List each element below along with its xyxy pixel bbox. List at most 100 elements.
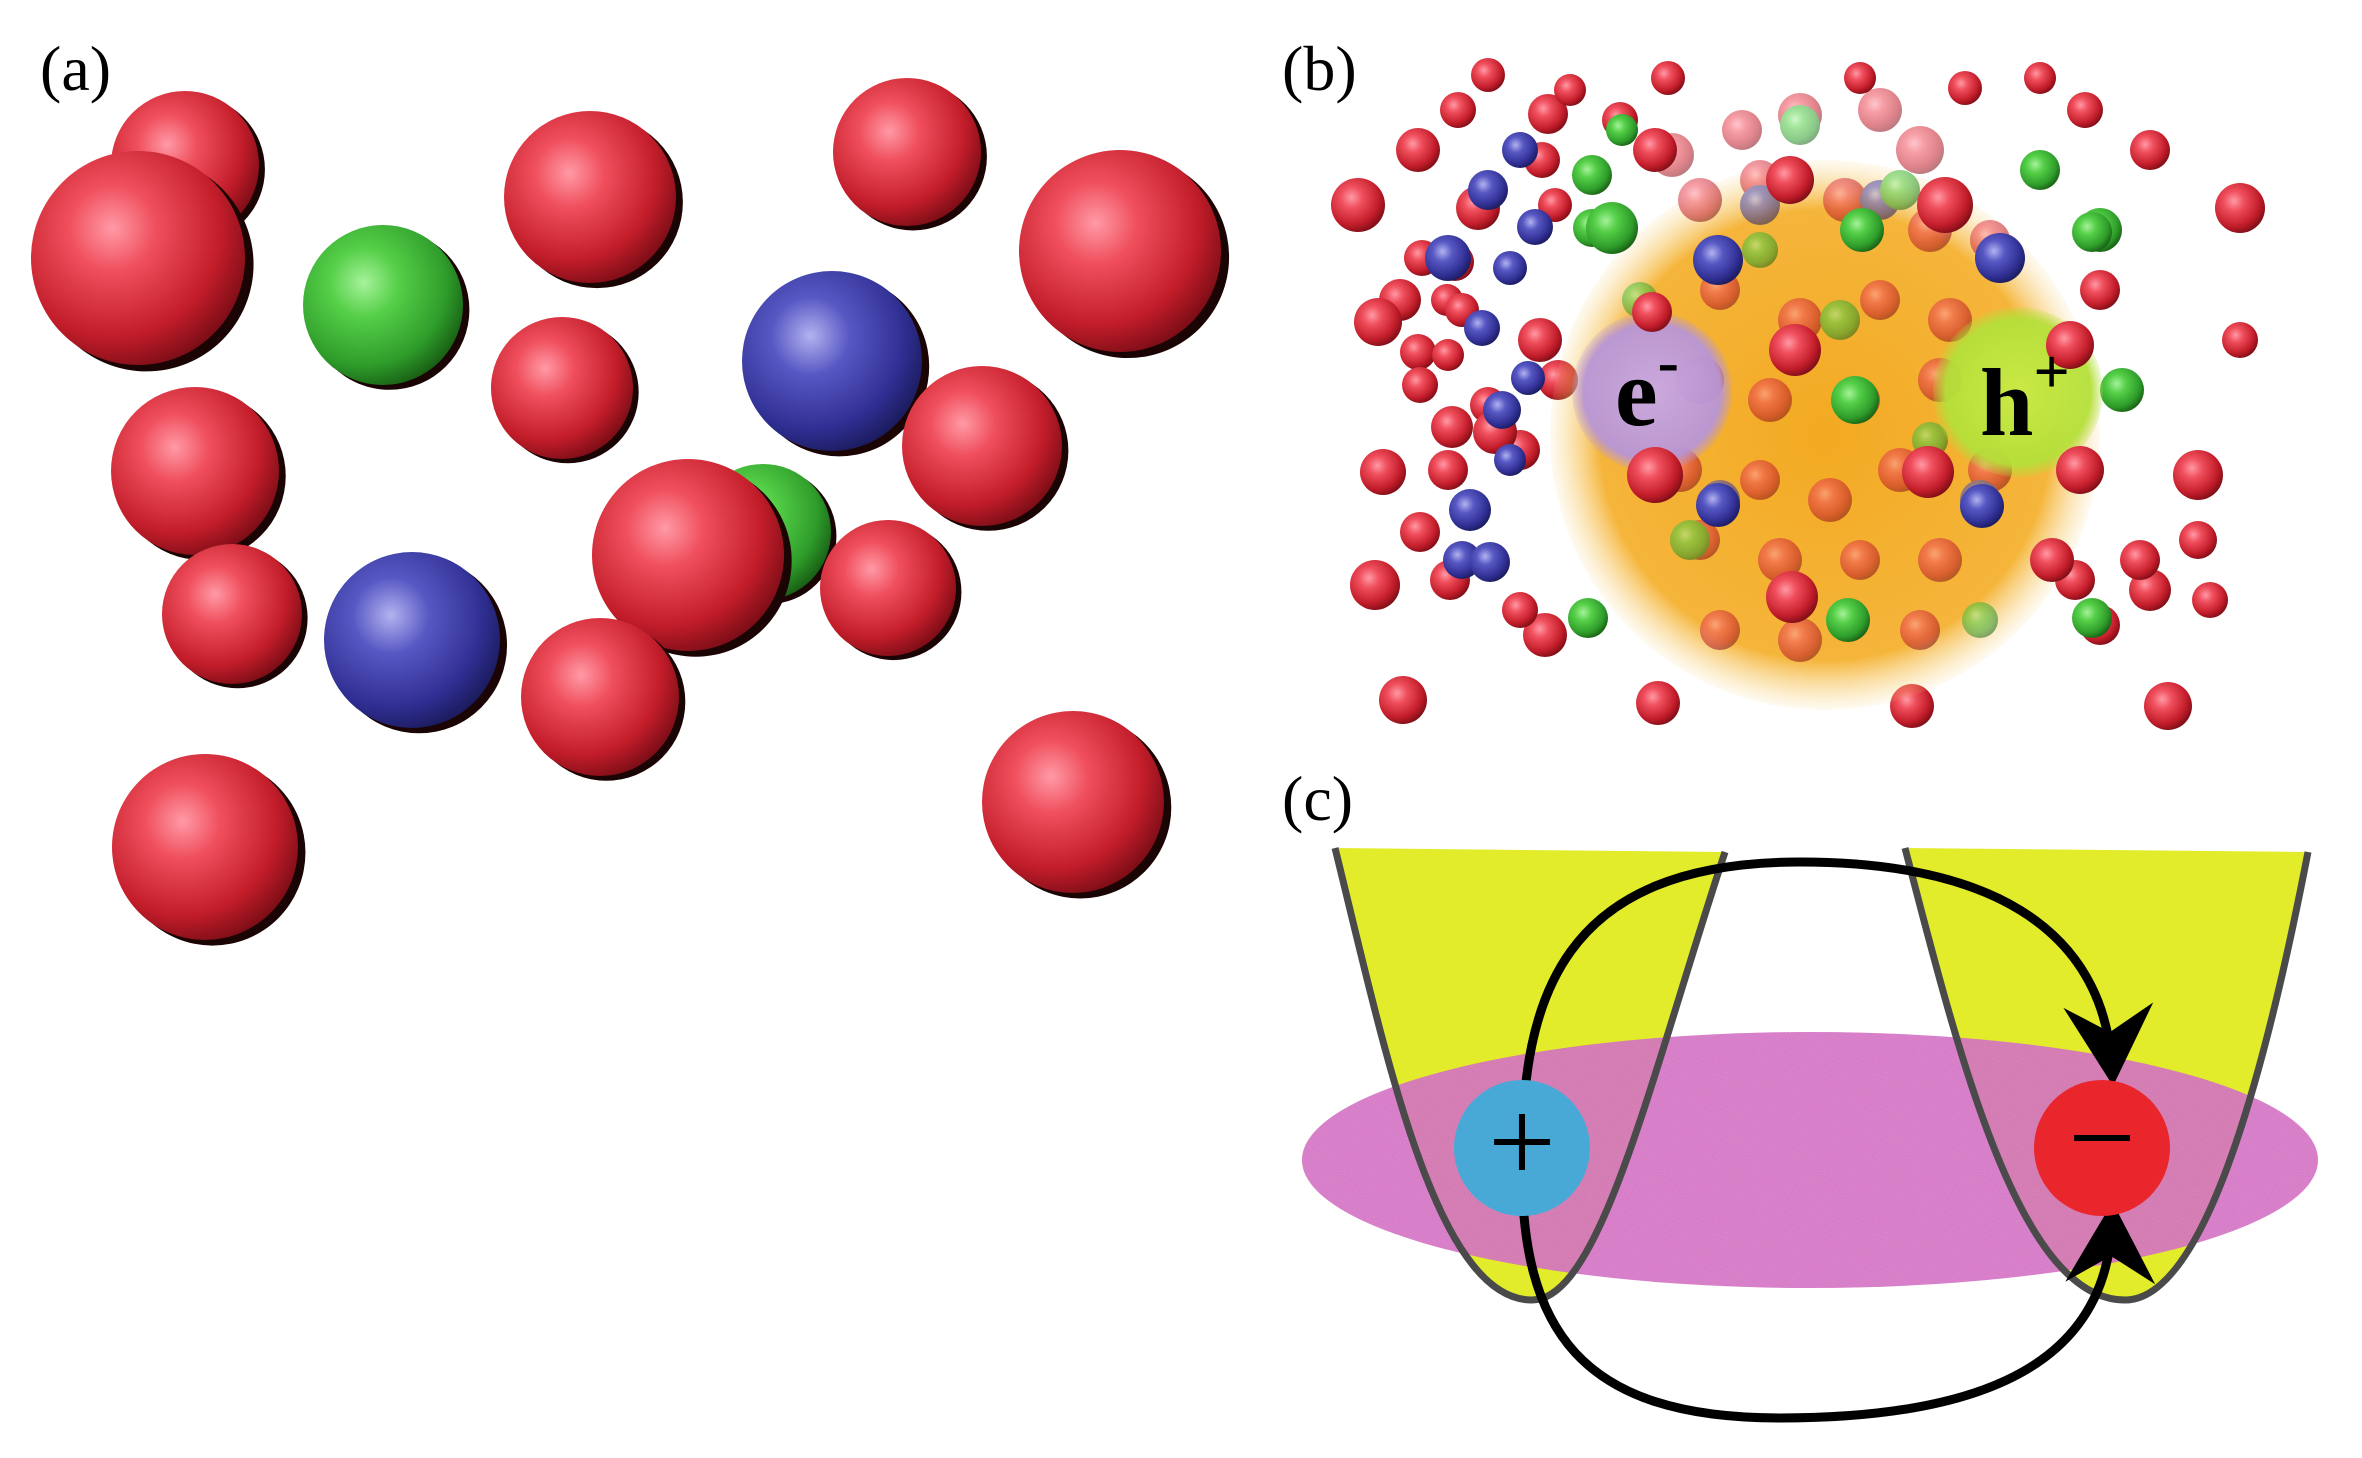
red-sphere [2130,130,2170,170]
red-sphere [1758,538,1802,582]
red-sphere [1396,128,1440,172]
red-sphere [1778,618,1822,662]
right-well-outline [1901,847,2312,1304]
red-sphere [1858,88,1902,132]
red-sphere [820,520,956,656]
red-sphere [1766,156,1814,204]
red-sphere [1740,460,1780,500]
hole-label: h+ [1980,336,2070,456]
red-sphere [1471,58,1505,92]
blue-sphere [1960,484,2004,528]
positive-charge [1454,1080,1590,1216]
blue-sphere [1425,235,1471,281]
blue-sphere [1693,235,1743,285]
red-sphere [162,544,302,684]
blue-sphere [742,271,922,451]
green-sphere [1880,170,1920,210]
upper-arrow [1517,857,2154,1161]
blue-sphere [1975,233,2025,283]
blue-sphere [1740,185,1780,225]
blue-sphere [324,552,500,728]
red-sphere [1440,92,1476,128]
red-sphere [2067,92,2103,128]
red-sphere [112,754,298,940]
red-sphere [592,459,784,651]
green-sphere [1780,105,1820,145]
red-sphere [1902,446,1954,498]
red-sphere [2179,521,2217,559]
red-sphere [1019,150,1221,352]
green-sphere [1831,376,1879,424]
blue-sphere [1517,209,1553,245]
green-sphere [1572,155,1612,195]
red-sphere [1844,62,1876,94]
blue-sphere [1494,444,1526,476]
red-sphere [1769,324,1821,376]
panel-b-foreground-particles [1586,128,2112,642]
blue-sphere [1468,170,1508,210]
red-sphere [2024,62,2056,94]
hole-superscript: + [2033,336,2069,407]
red-sphere [1896,126,1944,174]
red-sphere [1379,676,1427,724]
red-sphere [1917,177,1973,233]
electron-blob [1572,312,1732,472]
green-sphere [303,225,463,385]
red-sphere [1518,318,1562,362]
left-well-outline [1331,847,1729,1304]
negative-sign: − [2068,1071,2136,1204]
red-sphere [1402,367,1438,403]
red-sphere [2080,270,2120,310]
red-sphere [902,366,1062,526]
red-sphere [1554,74,1586,106]
panel-b-label: (b) [1282,33,1357,104]
red-sphere [1700,610,1740,650]
red-sphere [2056,446,2104,494]
red-sphere [2046,321,2094,369]
red-sphere [1331,178,1385,232]
red-sphere [2030,538,2074,582]
lower-arrow [1517,1159,2156,1423]
blue-sphere [1511,361,1545,395]
exciton-cloud [1550,160,2100,710]
red-sphere [1400,512,1440,552]
red-sphere [1636,681,1680,725]
red-sphere [1400,334,1436,370]
red-sphere [2144,682,2192,730]
red-sphere [1651,61,1685,95]
green-sphere [1606,114,1638,146]
red-sphere [491,317,633,459]
red-sphere [1360,449,1406,495]
red-sphere [1918,538,1962,582]
red-sphere [111,387,279,555]
red-sphere [2120,540,2160,580]
negative-charge [2034,1080,2170,1216]
panel-c-label: (c) [1282,763,1353,834]
blue-sphere [1464,310,1500,346]
panel-a [31,78,1230,946]
red-sphere [1678,178,1722,222]
blue-sphere [1502,132,1538,168]
green-sphere [1820,300,1860,340]
red-sphere [1633,128,1677,172]
green-sphere [1742,232,1778,268]
green-sphere [2020,150,2060,190]
blue-sphere [1470,542,1510,582]
red-sphere [1840,540,1880,580]
red-sphere [2215,183,2265,233]
red-sphere [1748,378,1792,422]
electron-label: e- [1615,326,1679,446]
blue-sphere [1696,483,1740,527]
green-sphere [1962,602,1998,638]
red-sphere [1350,560,1400,610]
blue-sphere [1449,489,1491,531]
blue-sphere [1493,251,1527,285]
red-sphere [1722,110,1762,150]
red-sphere [2192,582,2228,618]
red-sphere [982,711,1164,893]
green-sphere [2072,598,2112,638]
red-sphere [1428,450,1468,490]
red-sphere [1632,292,1672,332]
panel-b: e- h+ [1331,58,2265,730]
